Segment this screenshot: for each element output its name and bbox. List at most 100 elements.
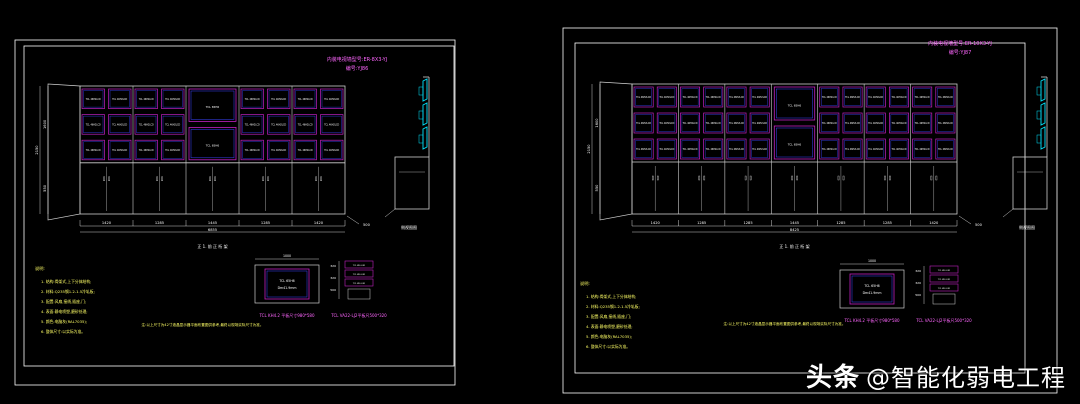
monitor-label: TCL 46H2LCD [683,96,698,99]
monitor-label: TCL 46H2LCD [112,149,127,152]
front-view-caption: 正 1. 前 正 桁 架 [197,243,227,249]
detail-large-monitor-label: TCL 65H6 [863,284,879,288]
monitor-unit [842,112,863,134]
detail-dimension-right: 500 [330,288,336,292]
drawing-number: 编号:YJ86 [346,65,369,72]
monitor-unit [912,86,933,108]
monitor-unit [108,114,132,135]
drawing-title: 内装电视墙型号:ER-8X3-YJ [327,56,387,63]
monitor-screen [136,90,157,108]
monitor-label: TCL 46H2LCD [298,123,313,126]
monitor-screen [937,88,954,106]
tv-wall-left-panel [599,81,633,221]
monitor-unit [865,112,886,134]
monitor-label: TCL 46H2LCD [165,123,180,126]
monitor-label: TCL 46H2LCD [752,122,767,125]
detail-caption-large: TCL KH4.2 平板尺寸980*580 [843,317,899,323]
depth-dimension: 500 [363,223,371,227]
side-monitor-profile [422,126,428,150]
drawing-number: 编号:YJ87 [949,49,972,56]
monitor-screen [913,140,931,158]
width-dimension: 1420 [929,221,939,225]
detail-small-monitor-side [347,288,371,300]
monitor-unit [633,86,654,108]
cabinet-handle [791,175,793,181]
side-monitor-profile [422,78,428,102]
monitor-screen [844,140,861,158]
monitor-screen [728,88,745,106]
cabinet-handle [796,175,798,181]
monitor-unit [749,112,770,134]
tv-wall-left-panel [47,83,81,221]
detail-caption-large: TCL KH4.2 平板尺寸980*580 [258,312,314,318]
side-bracket [418,86,424,96]
side-view-base [394,156,430,210]
notes-item: 6. 整体尺寸:以实际为准。 [41,329,85,334]
monitor-screen [242,141,263,159]
monitor-unit [81,114,105,135]
drawing-title: 内装电视墙型号:ER-10X3-YJ [928,40,992,47]
total-height-dimension: 2150 [587,144,591,154]
monitor-label: TCL 46H2LCD [271,149,286,152]
monitor-label: TCL 46H2LCD [659,122,674,125]
monitor-unit [680,86,700,108]
note-footer: 注:以上尺寸为42寸液晶显示器平面布置图供参考,最终以现场实际尺寸为准。 [724,321,846,326]
monitor-unit [633,138,654,160]
detail-small-monitor-label: TCL W2-L3D [938,270,951,272]
lower-height-dimension: 550 [595,184,599,192]
monitor-screen [635,114,652,132]
monitor-screen [704,114,722,132]
cabinet-handle [884,175,886,181]
side-view-base [1012,156,1048,210]
side-depth-line [384,208,396,218]
monitor-unit [703,112,724,134]
cabinet-handle [698,175,701,181]
side-bracket [418,110,424,120]
monitor-label: TCL 46H2LCD [271,123,286,126]
monitor-unit [889,112,909,134]
side-monitor-profile [1040,126,1046,150]
detail-dimension-right: 320 [330,264,336,268]
monitor-unit [842,86,863,108]
monitor-screen [890,114,908,132]
cabinet-handle [209,176,211,182]
large-monitor-screen [190,129,235,159]
large-monitor [773,86,816,121]
large-monitor-screen [776,88,813,119]
drawing-outer-frame [562,27,1058,394]
monitor-screen [83,115,104,133]
detail-caption-small: TCL VA22-LJ2平板尺500*320 [915,317,972,323]
depth-dimension-line [346,215,360,225]
side-depth-line [1002,208,1014,218]
monitor-unit [819,138,840,160]
monitor-label: TCL 46H2LCD [892,148,907,151]
monitor-screen [295,115,316,133]
monitor-screen [136,115,157,133]
cabinet-handle [749,175,752,181]
monitor-unit [81,88,105,109]
detail-caption-small: TCL VA22-LJ2平板尺500*320 [330,312,387,318]
monitor-screen [658,114,676,132]
monitor-screen [867,88,885,106]
monitor-screen [268,90,289,108]
cabinet-handle [652,175,654,181]
detail-dimension-right: 320 [915,269,921,273]
cabinet-handle [930,175,933,181]
monitor-unit [865,138,886,160]
monitor-unit [293,139,317,161]
monitor-label: TCL 46H2LCD [659,148,674,151]
detail-large-monitor-screen [851,275,893,303]
monitor-label: TCL 46H2LCD [112,98,127,101]
monitor-label: TCL 46H2LCD [729,122,744,125]
monitor-unit [842,138,863,160]
monitor-unit [267,114,291,135]
monitor-label: TCL 46H2LCD [915,148,930,151]
monitor-unit [726,112,747,134]
monitor-unit [935,86,956,108]
cabinet-handle [842,175,845,181]
monitor-unit [889,138,909,160]
notes-item: 3. 配置:风扇,接线,插座,门; [41,299,86,304]
detail-small-monitor-label: TCL W2-L3D [353,274,366,276]
monitor-label: TCL 46H2LCD [892,96,907,99]
large-monitor-screen [190,90,235,120]
